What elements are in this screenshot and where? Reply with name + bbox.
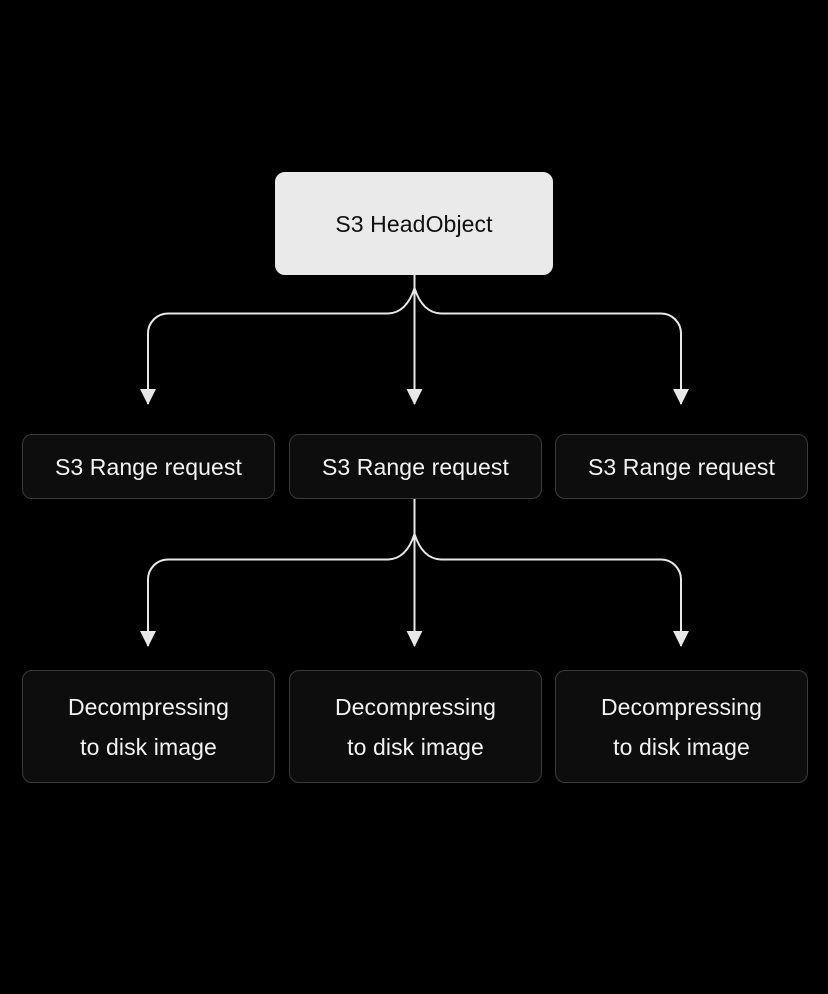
node-decompressing-1[interactable]: Decompressing to disk image (22, 670, 275, 783)
edge-head-to-range-right (413, 287, 689, 405)
edge-head-to-range-left (140, 287, 416, 405)
node-s3-head-object[interactable]: S3 HeadObject (275, 172, 553, 275)
node-s3-range-request-2[interactable]: S3 Range request (289, 434, 542, 499)
node-s3-range-request-3[interactable]: S3 Range request (555, 434, 808, 499)
node-s3-range-request-1[interactable]: S3 Range request (22, 434, 275, 499)
edge-range-to-decompress-left (140, 533, 416, 647)
node-decompressing-3[interactable]: Decompressing to disk image (555, 670, 808, 783)
node-decompressing-2[interactable]: Decompressing to disk image (289, 670, 542, 783)
edge-range-to-decompress-right (413, 533, 689, 647)
